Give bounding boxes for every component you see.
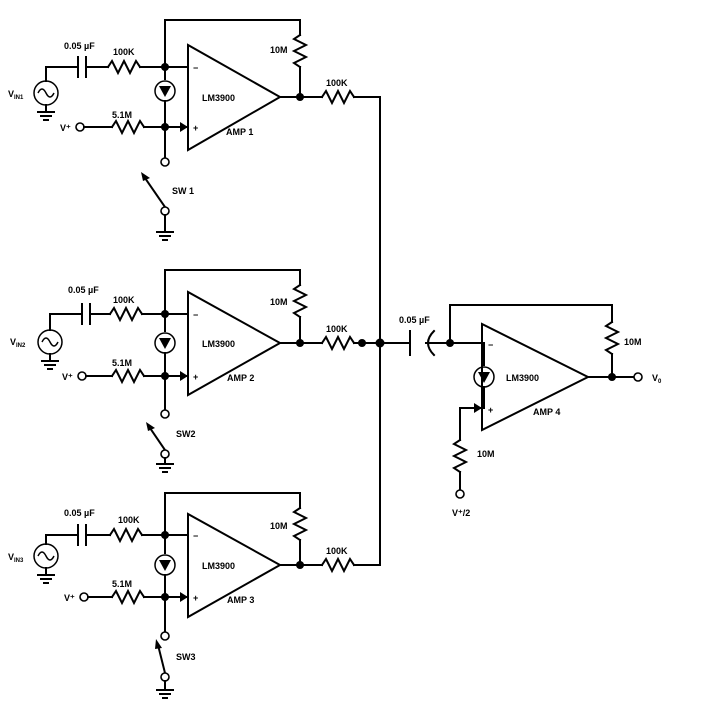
pin-plus: + (193, 372, 198, 382)
ground-icon (37, 111, 55, 121)
op-amp-amp2 (187, 290, 283, 397)
input-resistor (108, 305, 144, 323)
r-in-label: 100K (118, 515, 140, 525)
r-in-label: 100K (113, 47, 135, 57)
cap-label: 0.05 µF (64, 508, 95, 518)
stage-amp1: VIN1 0.05 µF 100K 10M − + LM3900 (8, 19, 381, 241)
pin-plus: + (193, 123, 198, 133)
summing-bus (358, 96, 411, 566)
pin-minus: − (193, 63, 198, 73)
switch-label: SW2 (176, 429, 196, 439)
input-capacitor (77, 56, 87, 78)
pin-plus: + (193, 593, 198, 603)
v-plus-label: V⁺ (64, 593, 75, 603)
ground-icon (156, 689, 174, 699)
output-resistor (320, 556, 356, 574)
amp-label: AMP 3 (227, 595, 254, 605)
ground-icon (41, 360, 59, 370)
v-plus-label: V⁺ (60, 123, 71, 133)
sine-icon (41, 337, 59, 347)
v-plus-label: V⁺ (62, 372, 73, 382)
amp-label: AMP 4 (533, 407, 560, 417)
feedback-resistor (291, 283, 309, 319)
cap-label: 0.05 µF (68, 285, 99, 295)
r-bias-label: 5.1M (112, 579, 132, 589)
ground-icon (156, 463, 174, 473)
feedback-resistor (291, 33, 309, 69)
pin-plus: + (488, 405, 493, 415)
vout-label: V0 (652, 373, 662, 385)
switch-terminal (160, 409, 170, 419)
r-bias-label: 5.1M (112, 358, 132, 368)
r-fb-label: 10M (270, 297, 288, 307)
vin2-label: VIN2 (10, 337, 26, 349)
ground-icon (37, 574, 55, 584)
r-fb-label: 10M (270, 521, 288, 531)
bias-resistor (110, 118, 146, 136)
output-resistor (320, 88, 356, 106)
switch-label: SW 1 (172, 186, 194, 196)
input-capacitor (77, 524, 87, 546)
input-resistor (106, 58, 142, 76)
sine-icon (37, 88, 55, 98)
bias-resistor (110, 367, 146, 385)
r-out-label: 100K (326, 546, 348, 556)
input-resistor (108, 526, 144, 544)
switch-sw2 (148, 426, 167, 452)
stage-amp4: 0.05 µF 10M − + LM3900 AMP 4 10M V⁺/2 V0 (399, 304, 662, 518)
switch-sw1 (143, 176, 167, 209)
v-plus-half-label: V⁺/2 (452, 508, 470, 518)
sine-icon (37, 551, 55, 561)
input-capacitor (81, 303, 91, 325)
vin1-label: VIN1 (8, 89, 24, 101)
r-fb-label: 10M (624, 337, 642, 347)
feedback-resistor (603, 320, 621, 356)
switch-sw3 (156, 643, 167, 675)
v-plus-terminal (77, 371, 87, 381)
v-plus-terminal (75, 122, 85, 132)
r-in-label: 100K (113, 295, 135, 305)
r-out-label: 100K (326, 324, 348, 334)
pin-minus: − (193, 310, 198, 320)
r-bias-label: 5.1M (112, 110, 132, 120)
switch-label: SW3 (176, 652, 196, 662)
feedback-resistor (291, 506, 309, 542)
amp-label: AMP 1 (226, 127, 253, 137)
ground-icon (156, 231, 174, 241)
op-amp-amp1 (187, 43, 283, 152)
ic-label: LM3900 (202, 561, 235, 571)
output-resistor (320, 334, 356, 352)
bias-resistor (451, 438, 469, 474)
pin-minus: − (193, 531, 198, 541)
bias-resistor (110, 588, 146, 606)
ic-label: LM3900 (202, 93, 235, 103)
cap-label: 0.05 µF (64, 41, 95, 51)
v-plus-terminal (79, 592, 89, 602)
pin-minus: − (488, 340, 493, 350)
ic-label: LM3900 (506, 373, 539, 383)
r-fb-label: 10M (270, 45, 288, 55)
output-terminal (633, 372, 643, 382)
r-bias-label: 10M (477, 449, 495, 459)
stage-amp2: VIN2 0.05 µF 100K 10M − + LM3900 AMP 2 V… (10, 269, 381, 473)
cap-label: 0.05 µF (399, 315, 430, 325)
amp-label: AMP 2 (227, 373, 254, 383)
ic-label: LM3900 (202, 339, 235, 349)
r-out-label: 100K (326, 78, 348, 88)
switch-terminal (160, 631, 170, 641)
vin3-label: VIN3 (8, 552, 24, 564)
v-plus-half-terminal (455, 489, 465, 499)
stage-amp3: VIN3 0.05 µF 100K 10M − + LM3900 AMP 3 V… (8, 492, 381, 699)
switch-terminal (160, 157, 170, 167)
op-amp-amp3 (187, 512, 283, 619)
